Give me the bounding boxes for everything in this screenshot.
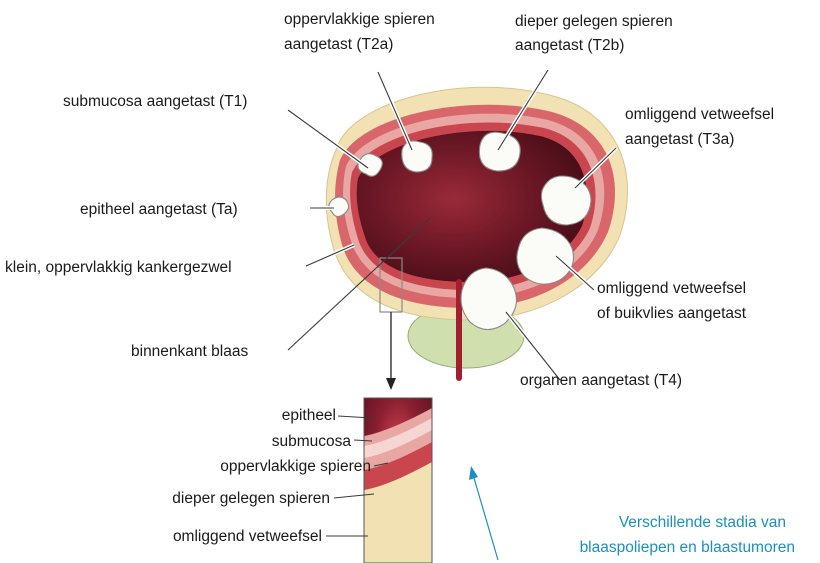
label-t3a-line2: aangetast (T3a) xyxy=(625,131,734,148)
label-t3a-line1: omliggend vetweefsel xyxy=(625,106,774,123)
label-t1: submucosa aangetast (T1) xyxy=(63,93,247,110)
caption-line1: Verschillende stadia van xyxy=(619,514,786,531)
layer-label-submucosa: submucosa xyxy=(272,433,352,450)
label-t2b-line1: dieper gelegen spieren xyxy=(515,13,673,30)
label-ta: epitheel aangetast (Ta) xyxy=(80,201,238,218)
label-peritoneum-line1: omliggend vetweefsel xyxy=(597,280,746,297)
tumor-t2a xyxy=(402,141,432,172)
caption-arrow-line xyxy=(474,478,498,560)
label-t2a-line1: oppervlakkige spieren xyxy=(284,11,435,28)
layer-labels: epitheel submucosa oppervlakkige spieren… xyxy=(172,407,371,545)
tumor-t2b xyxy=(479,132,520,171)
caption-arrow-head xyxy=(469,466,478,480)
layer-label-dieper-gelegen-spieren: dieper gelegen spieren xyxy=(172,490,330,507)
caption-line2: blaaspoliepen en blaastumoren xyxy=(580,539,795,556)
layer-label-epitheel: epitheel xyxy=(282,407,336,424)
caption: Verschillende stadia van blaaspoliepen e… xyxy=(580,514,795,556)
tumor-t3a xyxy=(541,176,591,225)
zoom-arrow-head xyxy=(386,378,396,390)
label-inside-bladder: binnenkant blaas xyxy=(131,343,248,360)
layer-label-omliggend-vetweefsel: omliggend vetweefsel xyxy=(173,528,322,545)
layer-label-oppervlakkige-spieren: oppervlakkige spieren xyxy=(220,458,371,475)
label-t4: organen aangetast (T4) xyxy=(520,372,682,389)
label-peritoneum-line2: of buikvlies aangetast xyxy=(597,305,747,322)
label-small-tumor: klein, oppervlakkig kankergezwel xyxy=(5,259,232,276)
label-t2a-line2: aangetast (T2a) xyxy=(284,36,393,53)
layer-closeup xyxy=(364,398,432,563)
bladder-illustration xyxy=(326,87,627,378)
label-t2b-line2: aangetast (T2b) xyxy=(515,37,624,54)
